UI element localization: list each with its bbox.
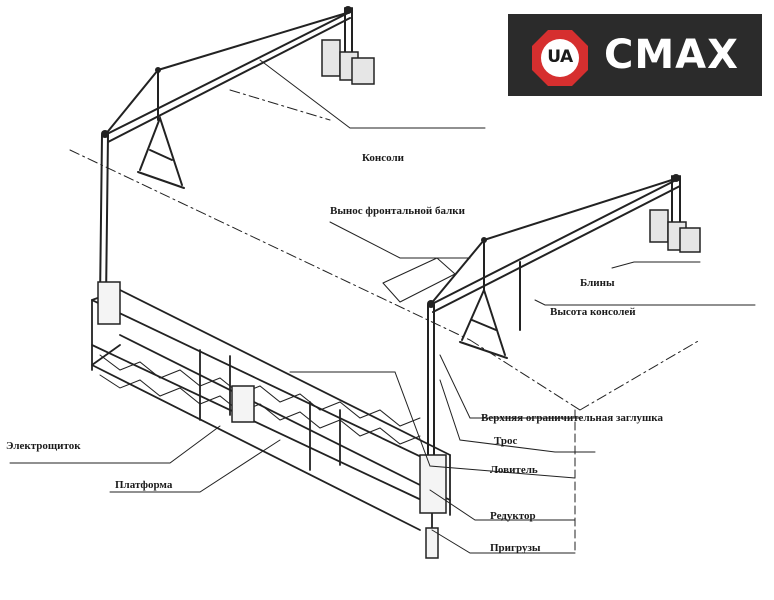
right-console <box>427 175 681 456</box>
label-vynos-frontalnoi-balki: Вынос фронтальной балки <box>330 205 465 217</box>
brand-logo: UA CMAX <box>508 14 762 96</box>
label-tros: Трос <box>494 435 518 447</box>
left-console-nodes <box>101 6 352 138</box>
label-prigruzy: Пригрузы <box>490 542 541 554</box>
label-vysota-konsolei: Высота консолей <box>550 306 636 318</box>
leader-lines <box>9 59 756 554</box>
logo-badge-text: UA <box>547 47 573 67</box>
outreach-dimension <box>382 257 456 303</box>
platform <box>91 289 451 531</box>
octagon-badge-icon: UA <box>530 28 590 88</box>
left-console <box>99 7 353 301</box>
label-reduktor: Редуктор <box>490 510 536 522</box>
left-hoist <box>97 281 121 325</box>
label-verkhnyaya-zaglushka: Верхняя ограничительная заглушка <box>481 412 663 424</box>
logo-wordmark: CMAX <box>604 32 739 78</box>
right-counterweights <box>649 209 701 253</box>
label-konsoli: Консоли <box>362 152 405 164</box>
left-counterweights <box>321 39 375 85</box>
control-box <box>231 385 255 423</box>
label-platforma: Платформа <box>115 479 173 491</box>
label-bliny: Блины <box>580 277 615 289</box>
label-lovitel: Ловитель <box>490 464 538 476</box>
platform-truss <box>99 354 421 445</box>
right-console-nodes <box>427 174 680 308</box>
right-hoist <box>419 454 447 559</box>
label-elektroshchitok: Электрощиток <box>6 440 81 452</box>
